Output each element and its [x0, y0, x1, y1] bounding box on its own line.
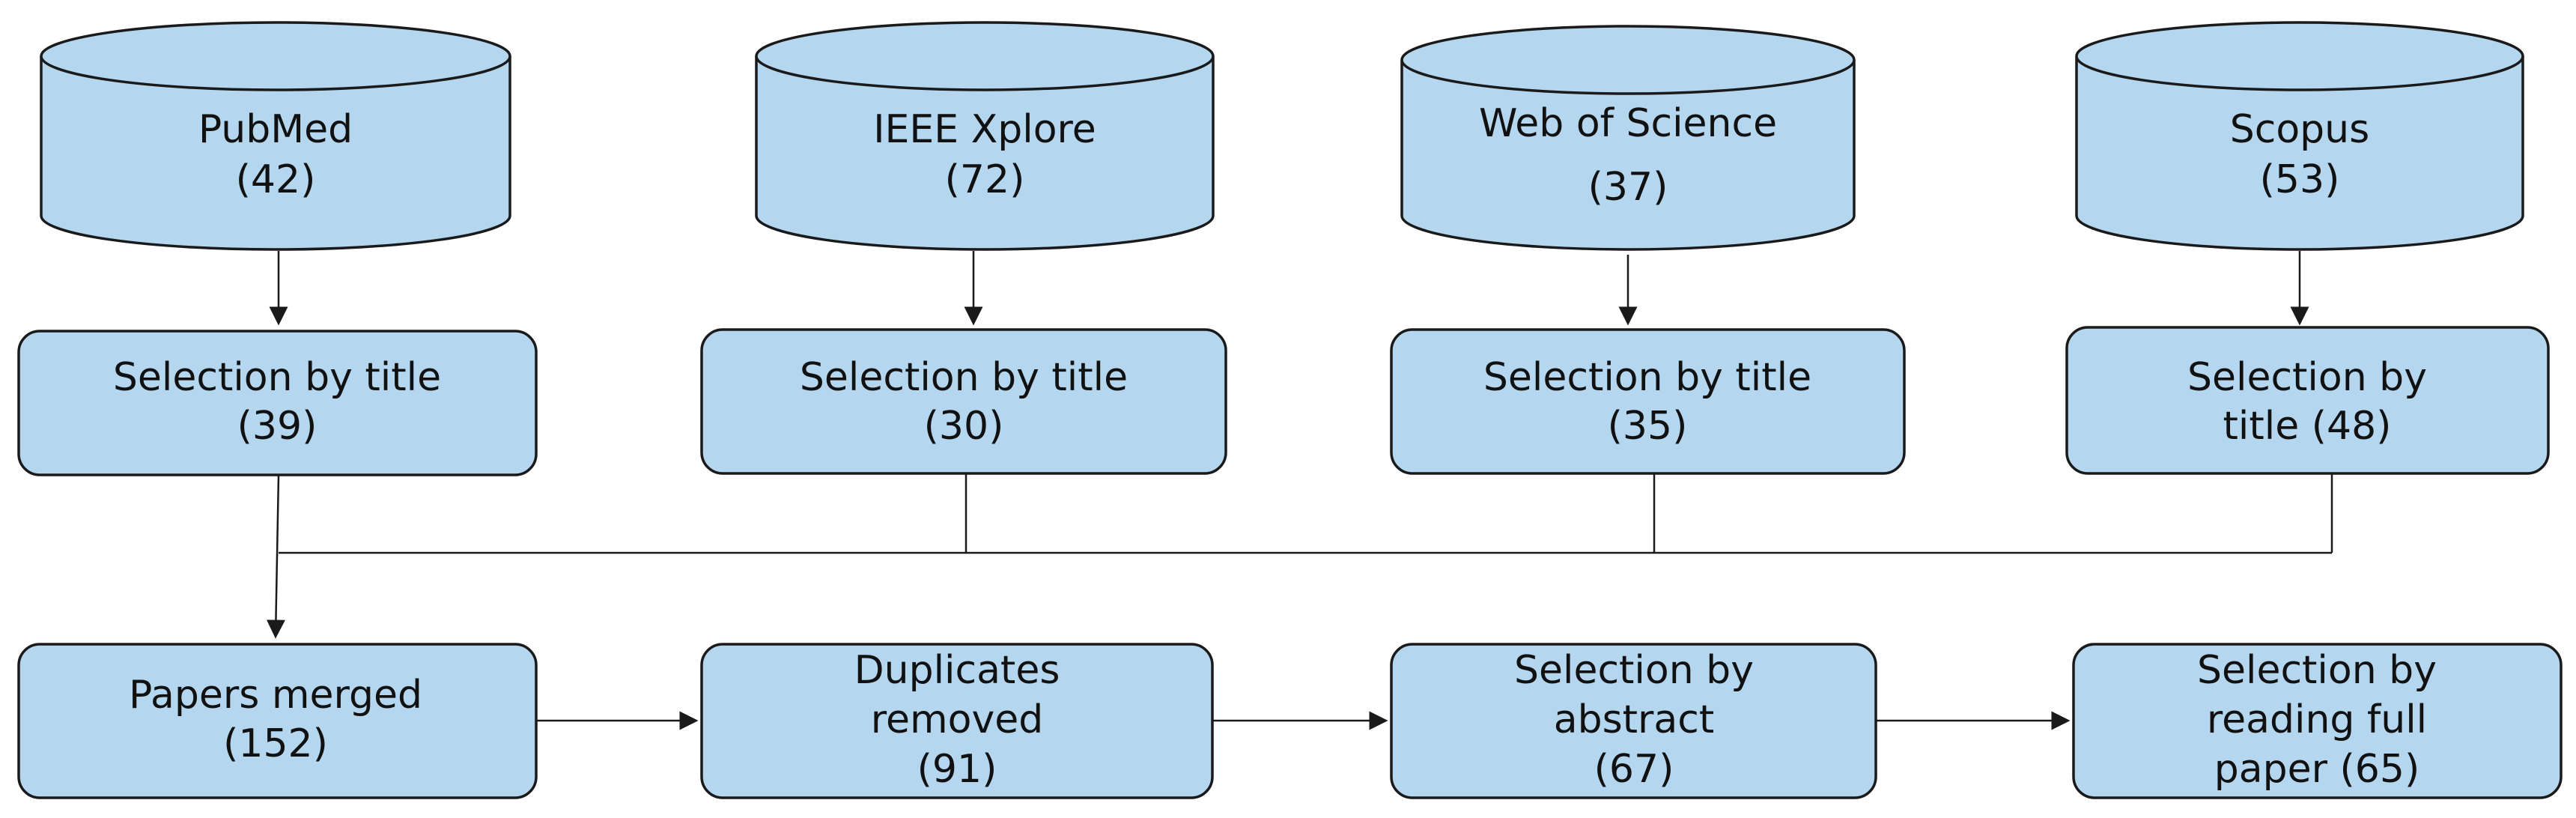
database-count: (72) [945, 157, 1025, 202]
box-line: (39) [237, 404, 318, 449]
box-line: title (48) [2223, 404, 2392, 449]
box-line: Selection by [2197, 648, 2437, 693]
box-line: (67) [1594, 747, 1674, 792]
database-web-of-science: Web of Science (37) [1400, 25, 1856, 251]
box-line: (35) [1608, 404, 1688, 449]
pipeline-selection-by-abstract: Selection by abstract (67) [1390, 643, 1877, 799]
box-line: Selection by title [800, 355, 1128, 400]
pipeline-papers-merged: Papers merged (152) [17, 643, 538, 799]
box-line: Selection by [2187, 355, 2427, 400]
database-count: (42) [236, 157, 316, 202]
box-line: Duplicates [854, 648, 1060, 693]
database-pubmed: PubMed (42) [40, 21, 511, 251]
database-count: (53) [2260, 157, 2340, 202]
box-line: Selection by title [1483, 355, 1811, 400]
box-line: Papers merged [129, 673, 422, 718]
title-selection-wos: Selection by title (35) [1390, 328, 1906, 475]
box-line: paper (65) [2214, 747, 2420, 792]
title-selection-pubmed: Selection by title (39) [17, 330, 538, 476]
box-line: Selection by [1514, 648, 1754, 693]
database-name: Web of Science [1479, 101, 1777, 146]
pipeline-selection-by-full-paper: Selection by reading full paper (65) [2072, 643, 2563, 799]
database-name: Scopus [2230, 107, 2369, 152]
box-line: (30) [924, 404, 1004, 449]
database-name: PubMed [198, 107, 353, 152]
box-line: removed [871, 697, 1043, 742]
box-line: (152) [223, 721, 328, 766]
database-ieee-xplore: IEEE Xplore (72) [755, 21, 1215, 251]
database-scopus: Scopus (53) [2075, 21, 2524, 251]
box-line: Selection by title [113, 355, 441, 400]
box-line: (91) [917, 747, 997, 792]
title-selection-scopus: Selection by title (48) [2065, 326, 2550, 475]
title-selection-ieee: Selection by title (30) [700, 328, 1227, 475]
arrow-to-merged [266, 474, 285, 639]
box-line: abstract [1554, 697, 1715, 742]
pipeline-duplicates-removed: Duplicates removed (91) [700, 643, 1214, 799]
box-line: reading full [2207, 697, 2427, 742]
database-count: (37) [1588, 165, 1668, 210]
database-name: IEEE Xplore [873, 107, 1096, 152]
